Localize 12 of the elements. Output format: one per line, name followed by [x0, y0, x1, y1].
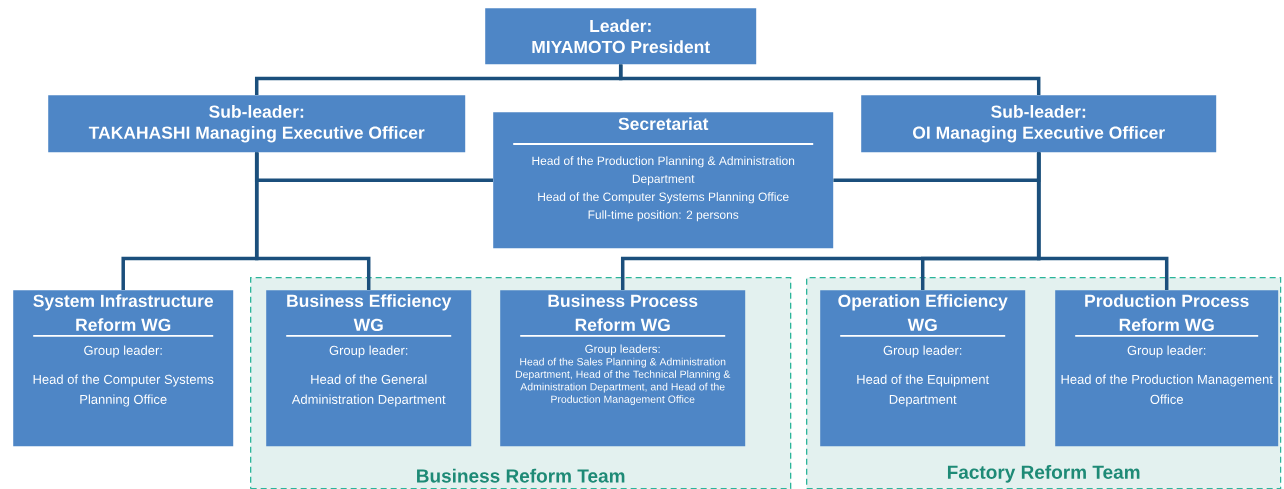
working-group-box: Business Efficiency WG Group leader: Head of the General Administration Department [266, 290, 472, 447]
secretariat-box: Secretariat Head of the Production Planning & Administration Department Head of the Computer Systems Planning Office Full-time position: 2 persons [493, 112, 834, 249]
working-group-box: Production Process Reform WG Group leader: Head of the Production Management Office [1055, 290, 1279, 447]
leader-box: Sub-leader: TAKAHASHI Managing Executive Officer [48, 95, 466, 153]
connector-line [254, 152, 371, 290]
working-group-box: Operation Efficiency WG Group leader: Head of the Equipment Department [820, 290, 1026, 447]
leader-box: Leader: MIYAMOTO President [485, 8, 757, 65]
leader-box: Sub-leader: OI Managing Executive Officer [861, 95, 1217, 153]
working-group-box: System Infrastructure Reform WG Group leader: Head of the Computer Systems Planning Office [13, 290, 234, 447]
working-group-box: Business Process Reform WG Group leaders: Head of the Sales Planning & Administration Department, Head of the Technical Planning & Administration Department, and Head of the Production Management Office [500, 290, 746, 447]
connector-line [1036, 152, 1169, 290]
connector-line [618, 64, 1041, 95]
